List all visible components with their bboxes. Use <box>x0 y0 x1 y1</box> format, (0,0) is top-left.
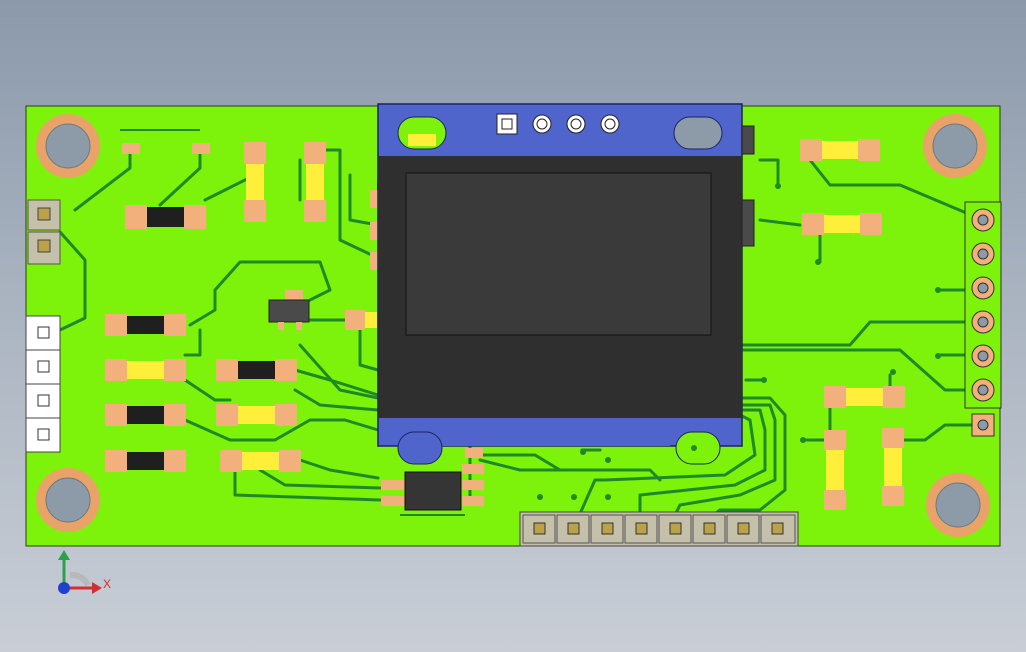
mounting-hole-top-left <box>36 114 100 178</box>
smd-led[interactable] <box>802 213 882 235</box>
smd-pad <box>370 252 380 270</box>
coordinate-triad-icon <box>58 550 102 594</box>
silkscreen-line <box>120 129 465 516</box>
smd-pad <box>192 143 210 154</box>
smd-resistor[interactable] <box>105 314 186 336</box>
smd-resistor[interactable] <box>105 404 186 426</box>
soic-ic[interactable] <box>381 464 484 511</box>
mounting-hole-bottom-left <box>36 468 100 532</box>
smd-led-vertical[interactable] <box>882 428 904 506</box>
mounting-hole-top-right <box>923 114 987 178</box>
pin-header-left-top[interactable] <box>27 199 61 265</box>
smd-resistor[interactable] <box>125 205 206 229</box>
copper-traces <box>58 148 985 527</box>
smd-led-vertical[interactable] <box>824 430 846 510</box>
pin-header-bottom[interactable] <box>519 511 799 547</box>
mounting-hole-bottom-right <box>926 473 990 537</box>
smd-pad <box>465 448 483 458</box>
smd-pad <box>370 190 380 208</box>
x-axis-label: X <box>103 577 111 591</box>
smd-capacitor[interactable] <box>345 310 377 330</box>
vias <box>537 183 941 500</box>
smd-led[interactable] <box>216 404 297 426</box>
smd-led[interactable] <box>800 139 880 161</box>
smd-led[interactable] <box>220 450 301 472</box>
smd-led-vertical[interactable] <box>304 142 326 222</box>
smd-resistor[interactable] <box>105 450 186 472</box>
smd-resistor[interactable] <box>216 359 297 381</box>
pin-header-left-bottom[interactable] <box>25 315 61 453</box>
smd-led[interactable] <box>824 386 905 408</box>
smd-led[interactable] <box>105 359 186 381</box>
smd-led-vertical[interactable] <box>244 142 266 222</box>
smd-pad <box>122 143 140 154</box>
voltage-regulator-ic[interactable] <box>268 290 310 330</box>
oled-display-module[interactable] <box>377 103 743 465</box>
pin-header-right[interactable] <box>964 201 1002 437</box>
smd-pad <box>370 222 380 240</box>
tactile-switch[interactable] <box>741 125 755 155</box>
tactile-switch[interactable] <box>741 199 755 247</box>
